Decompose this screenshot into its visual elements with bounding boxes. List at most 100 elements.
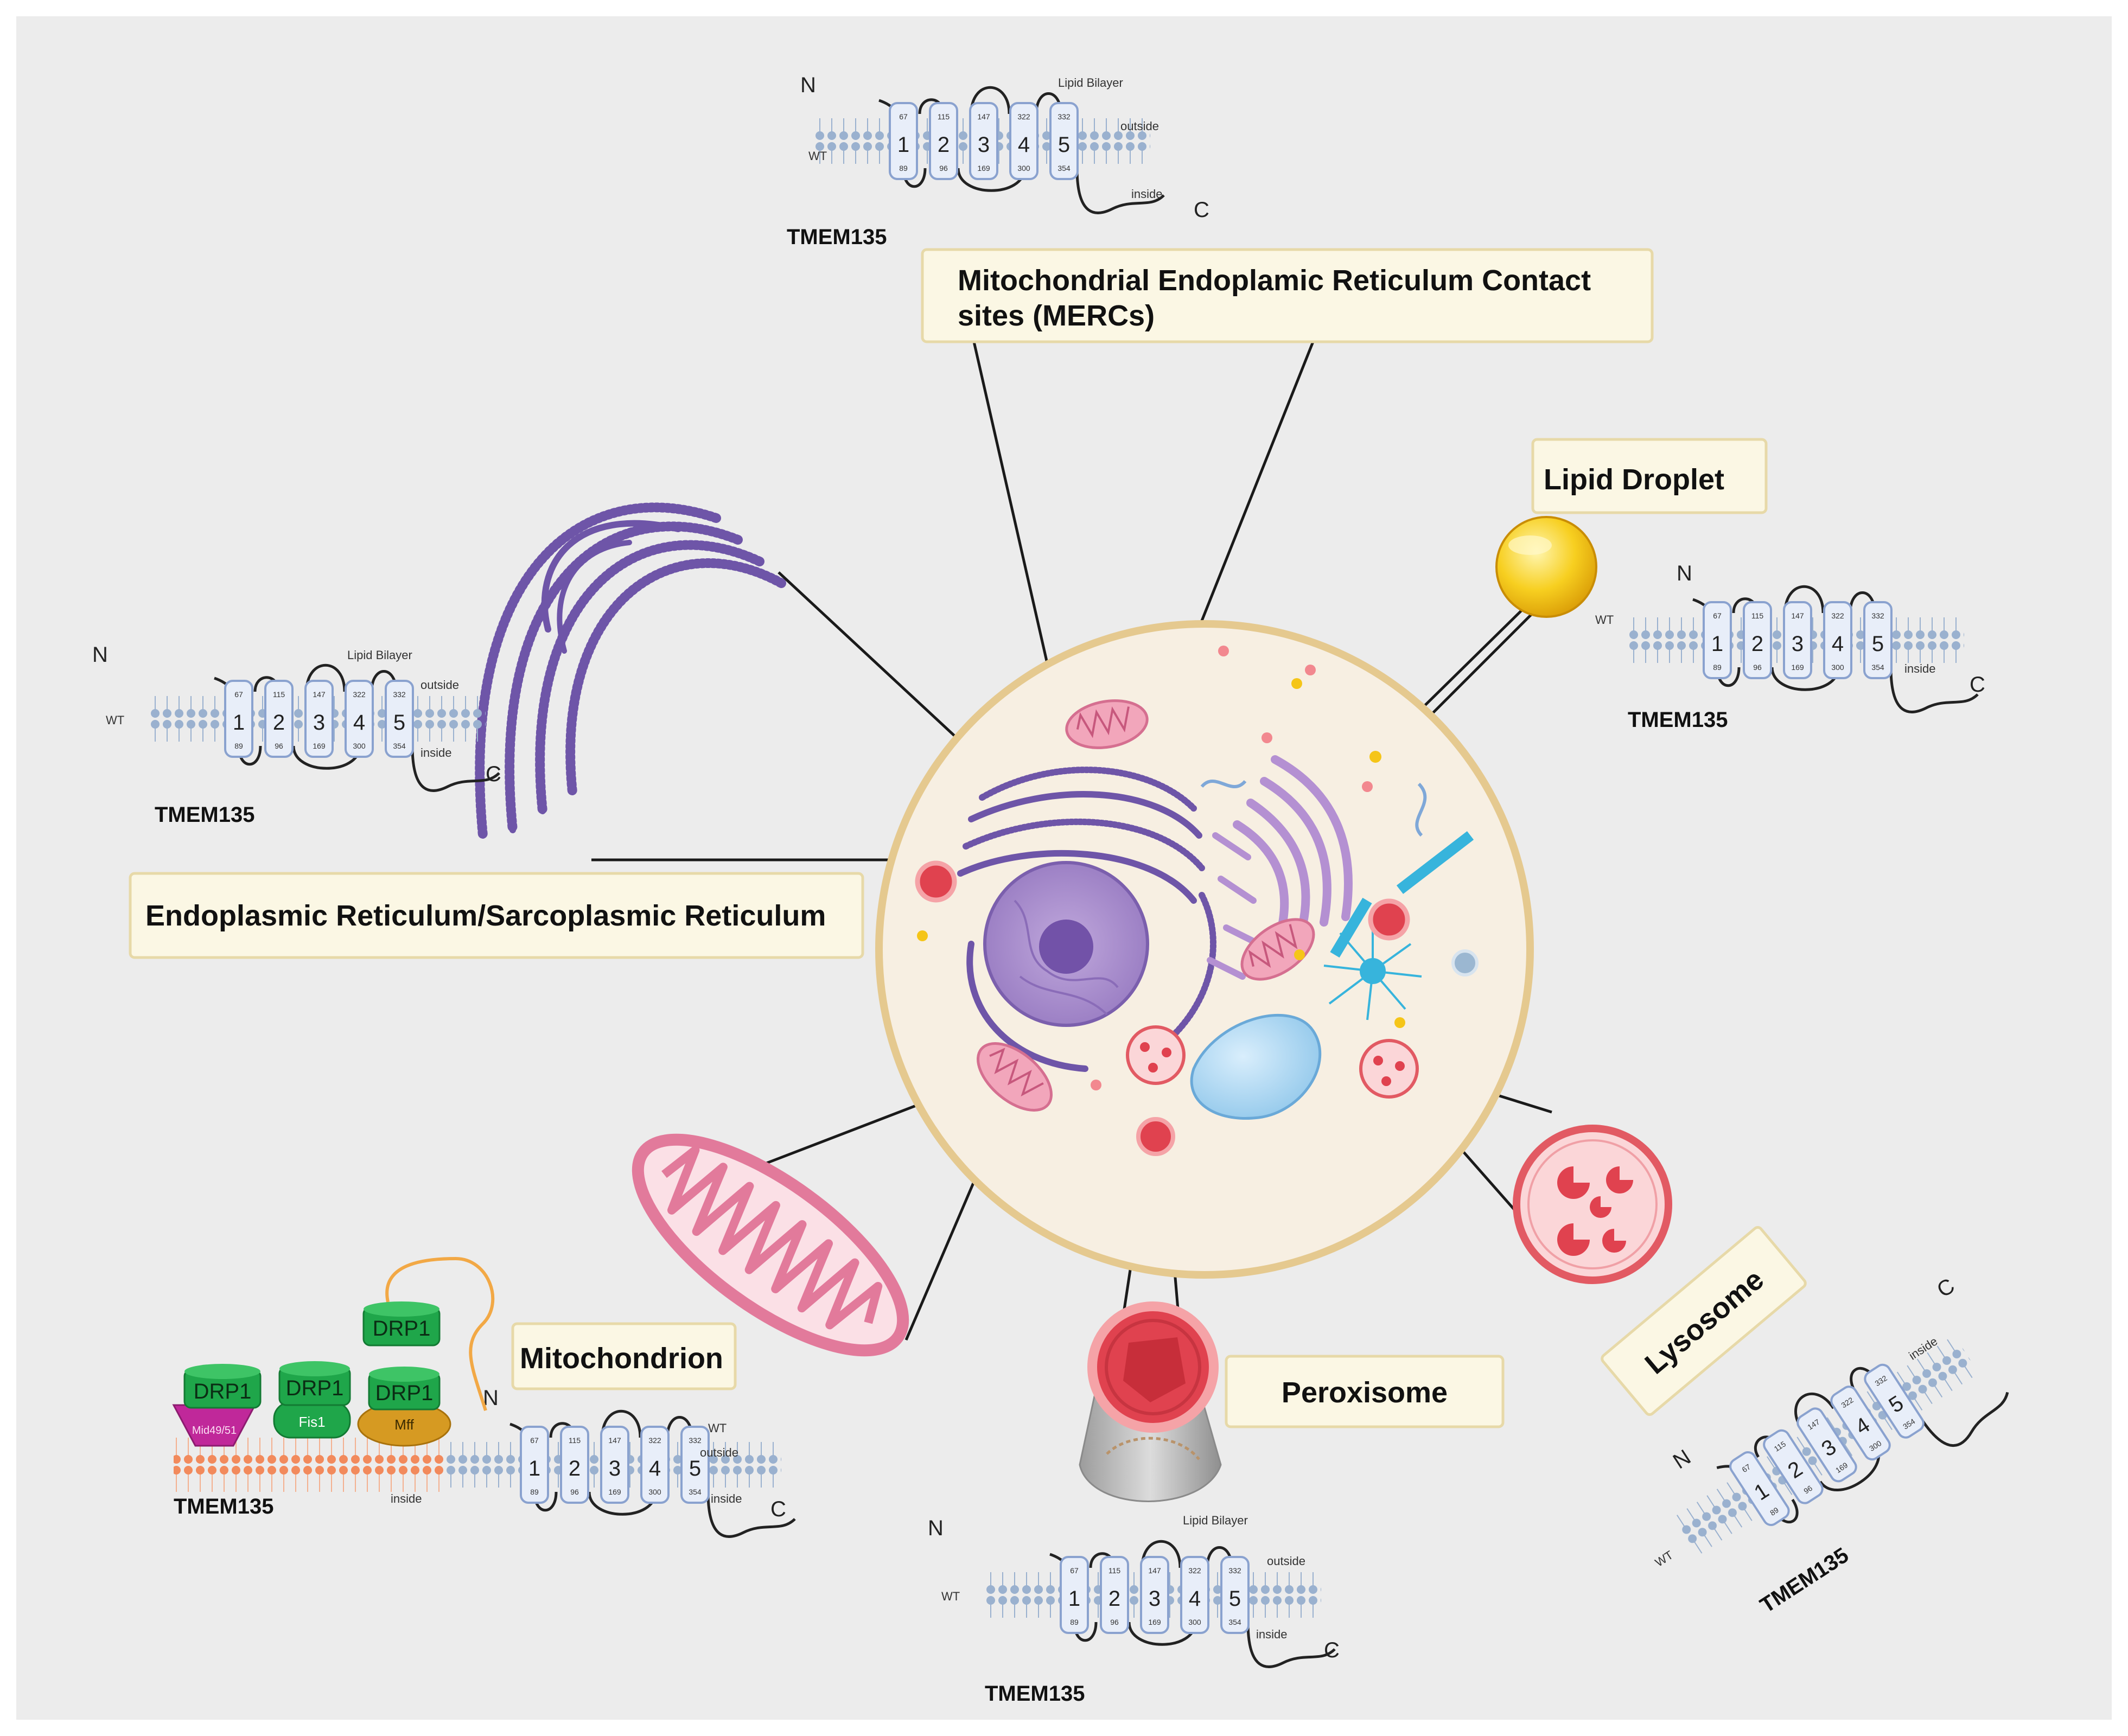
topology-right-c-label: C <box>1970 673 1985 697</box>
helix-4-top: 322 <box>1188 1566 1201 1575</box>
helix-2-number: 2 <box>1751 632 1763 656</box>
helix-1-top: 67 <box>234 690 243 699</box>
helix-1-bottom: 89 <box>899 164 908 173</box>
helix-1-top: 67 <box>1713 611 1722 620</box>
helix-5-bottom: 354 <box>1871 663 1884 672</box>
helix-1-top: 67 <box>1740 1462 1752 1474</box>
helix-4-bottom: 300 <box>1017 164 1030 173</box>
helix-2-top: 115 <box>569 1436 581 1445</box>
helix-3-top: 147 <box>313 690 326 699</box>
drp1-on-fis1: DRP1 <box>278 1361 351 1406</box>
topology-mito-protein-label: TMEM135 <box>174 1495 274 1518</box>
callout-lipid-droplet: Lipid Droplet <box>1531 438 1768 514</box>
topology-left-outside-label: outside <box>420 678 459 692</box>
topology-bottom-wt-label: WT <box>941 1590 960 1603</box>
cell-lysosome-small-2 <box>1359 1039 1419 1099</box>
topology-top-bilayer-label: Lipid Bilayer <box>1058 76 1123 90</box>
callout-mercs-line1: Mitochondrial Endoplamic Reticulum Conta… <box>958 264 1591 297</box>
helix-1-number: 1 <box>897 133 909 157</box>
drp1-label-3: DRP1 <box>375 1381 434 1405</box>
callout-lysosome: Lysosome <box>1601 1226 1807 1416</box>
topology-left-protein-label: TMEM135 <box>155 803 255 827</box>
helix-2-top: 115 <box>1751 611 1764 620</box>
cell-mitochondrion-bottom <box>977 1042 1053 1112</box>
helix-3-number: 3 <box>313 711 325 735</box>
helix-3-bottom: 169 <box>608 1488 621 1496</box>
topology-left-c-label: C <box>486 762 501 786</box>
fis1-label: Fis1 <box>298 1414 325 1430</box>
callout-er-sr: Endoplasmic Reticulum/Sarcoplasmic Retic… <box>129 872 864 959</box>
callout-er-sr-label: Endoplasmic Reticulum/Sarcoplasmic Retic… <box>145 899 826 932</box>
helix-2-number: 2 <box>569 1457 581 1480</box>
cell-centrosome <box>1323 922 1422 1020</box>
helix-1-top: 67 <box>530 1436 539 1445</box>
helix-4-top: 322 <box>353 690 366 699</box>
callout-mercs: Mitochondrial Endoplamic Reticulum Conta… <box>921 248 1654 343</box>
helix-2-top: 115 <box>938 112 950 121</box>
cell-small-granules <box>917 646 1405 1090</box>
helix-3-bottom: 169 <box>1791 663 1804 672</box>
helix-5-bottom: 354 <box>1228 1618 1241 1626</box>
cell-nucleolus <box>1039 920 1093 974</box>
cell-centriole-bars <box>1330 831 1474 958</box>
cell-vesicle-right <box>1368 898 1410 941</box>
lysosome-illustration <box>1513 1125 1672 1284</box>
drp1-label-4: DRP1 <box>373 1317 431 1341</box>
helix-5-top: 332 <box>1871 611 1884 620</box>
helix-4-bottom: 300 <box>1831 663 1844 672</box>
topology-right-wt-label: WT <box>1595 613 1614 627</box>
helix-4-top: 322 <box>1831 611 1844 620</box>
topology-bottom-n-label: N <box>928 1516 944 1540</box>
helix-4-bottom: 300 <box>1188 1618 1201 1626</box>
topology-right-n-label: N <box>1677 561 1692 585</box>
helix-2-bottom: 96 <box>939 164 948 173</box>
topology-bottom-inside-label: inside <box>1256 1628 1287 1641</box>
topology-bottom: N WT Lipid Bilayer outside inside C TMEM… <box>928 1514 1340 1706</box>
cell-peroxisome-small <box>1136 1117 1175 1156</box>
helix-5-bottom: 354 <box>1057 164 1071 173</box>
helix-4-number: 4 <box>1018 133 1030 157</box>
cell-vesicle-left <box>915 860 957 903</box>
helix-5-number: 5 <box>1872 632 1884 656</box>
helix-4-number: 4 <box>353 711 365 735</box>
topology-mito-inside-label: inside <box>711 1492 742 1505</box>
helix-3-top: 147 <box>1148 1566 1161 1575</box>
helix-1-top: 67 <box>1070 1566 1079 1575</box>
cell-vesicle-blue <box>1451 949 1479 976</box>
topology-right-inside-label: inside <box>1904 662 1935 675</box>
callout-peroxisome-label: Peroxisome <box>1282 1376 1448 1409</box>
callout-mitochondrion: Mitochondrion <box>511 1322 737 1390</box>
helix-5-number: 5 <box>393 711 405 735</box>
helix-5-number: 5 <box>1229 1587 1241 1611</box>
helix-1-bottom: 89 <box>1070 1618 1079 1626</box>
helix-3-bottom: 169 <box>313 742 326 750</box>
helix-2-bottom: 96 <box>1110 1618 1119 1626</box>
helix-4-top: 322 <box>1017 112 1030 121</box>
helix-2-number: 2 <box>1108 1587 1120 1611</box>
helix-1-number: 1 <box>528 1457 540 1480</box>
helix-3-bottom: 169 <box>1148 1618 1161 1626</box>
cell-membrane <box>875 620 1534 1279</box>
topology-bottom-bilayer-label: Lipid Bilayer <box>1183 1514 1248 1527</box>
topology-left-inside-label: inside <box>420 746 451 760</box>
cell-lysosome-small-1 <box>1126 1025 1186 1085</box>
helix-4-top: 322 <box>648 1436 661 1445</box>
topology-top-c-label: C <box>1194 198 1209 222</box>
helix-5-top: 332 <box>393 690 406 699</box>
helix-2-top: 115 <box>1108 1566 1121 1575</box>
helix-3-top: 147 <box>1791 611 1804 620</box>
helix-3-number: 3 <box>978 133 990 157</box>
helix-5-bottom: 354 <box>393 742 406 750</box>
helix-4-number: 4 <box>1832 632 1844 656</box>
helix-1-number: 1 <box>1711 632 1723 656</box>
helix-5-number: 5 <box>1058 133 1070 157</box>
topology-mito-wt-label: WT <box>708 1421 727 1435</box>
topology-mito-outside-label: outside <box>700 1446 738 1459</box>
topology-left-bilayer-label: Lipid Bilayer <box>347 648 412 662</box>
drp1-label-1: DRP1 <box>194 1380 252 1403</box>
topology-top-inside-label: inside <box>1131 187 1162 201</box>
helix-1-number: 1 <box>233 711 245 735</box>
helix-4-number: 4 <box>1189 1587 1201 1611</box>
helix-1-number: 1 <box>1068 1587 1080 1611</box>
